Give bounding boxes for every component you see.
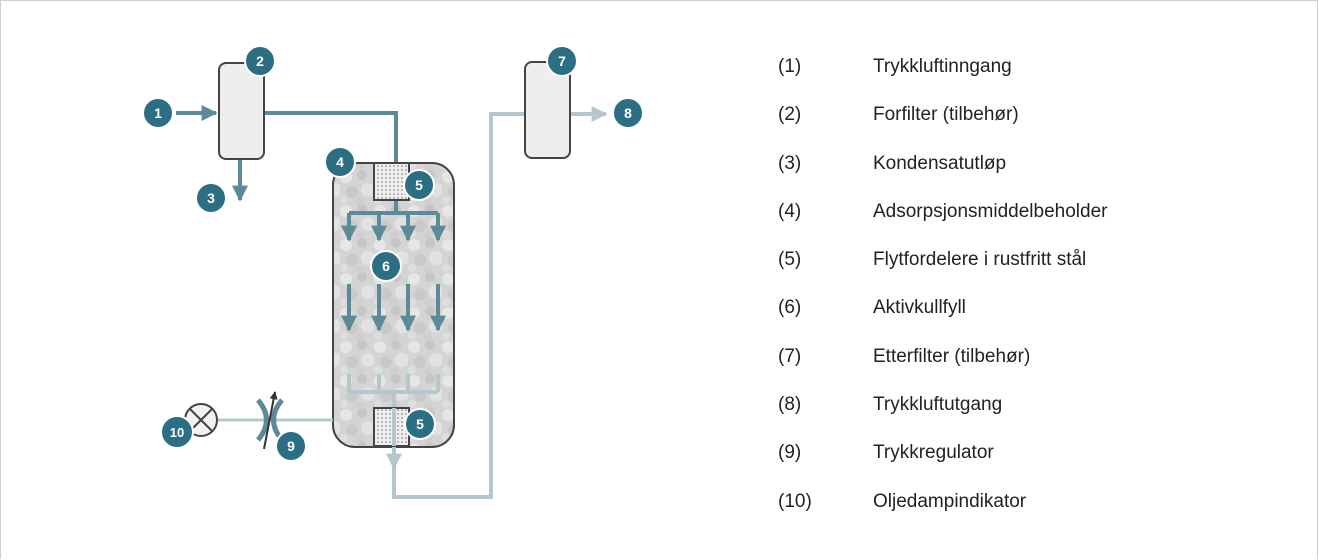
svg-text:8: 8 <box>624 105 632 121</box>
legend-label: Etterfilter (tilbehør) <box>873 345 1031 367</box>
top-flow-distributor <box>373 162 410 201</box>
bottom-collector <box>347 374 440 408</box>
prefilter <box>218 62 265 160</box>
marker-5-top: 5 <box>403 169 435 201</box>
marker-9: 9 <box>275 430 307 462</box>
legend-label: Trykkregulator <box>873 442 994 464</box>
legend-label: Aktivkullfyll <box>873 297 966 319</box>
legend-item: (5) Flytfordelere i rustfritt stål <box>778 249 1107 297</box>
legend-label: Forfilter (tilbehør) <box>873 104 1019 126</box>
marker-10: 10 <box>160 415 194 449</box>
svg-text:6: 6 <box>382 258 390 274</box>
legend-item: (6) Aktivkullfyll <box>778 297 1107 345</box>
legend-item: (3) Kondensatutløp <box>778 153 1107 201</box>
svg-text:3: 3 <box>207 190 215 206</box>
legend-item: (4) Adsorpsjonsmiddelbeholder <box>778 201 1107 249</box>
legend-label: Kondensatutløp <box>873 152 1007 174</box>
svg-text:1: 1 <box>154 105 162 121</box>
legend-number: (8) <box>778 394 802 416</box>
bottom-flow-distributor <box>373 407 410 447</box>
marker-8: 8 <box>612 97 644 129</box>
legend-label: Adsorpsjonsmiddelbeholder <box>873 200 1108 222</box>
legend-number: (4) <box>778 200 802 222</box>
legend-label: Trykkluftinngang <box>873 56 1012 77</box>
svg-text:5: 5 <box>416 416 424 432</box>
marker-1: 1 <box>142 97 174 129</box>
svg-text:2: 2 <box>256 53 264 69</box>
legend-number: (9) <box>778 442 802 464</box>
marker-7: 7 <box>546 45 578 77</box>
top-distributor <box>341 200 446 332</box>
legend-item: (8) Trykkluftutgang <box>778 394 1107 442</box>
svg-text:7: 7 <box>558 53 566 69</box>
legend-label: Flytfordelere i rustfritt stål <box>873 249 1087 271</box>
legend-number: (6) <box>778 297 802 319</box>
legend-number: (3) <box>778 152 802 174</box>
legend-label: Trykkluftutgang <box>873 394 1003 416</box>
legend-number: (7) <box>778 345 802 367</box>
svg-text:9: 9 <box>287 438 295 454</box>
marker-6: 6 <box>370 250 402 282</box>
legend: (1) Trykkluftinngang (2) Forfilter (tilbeh… <box>778 56 1107 539</box>
svg-text:5: 5 <box>415 177 423 193</box>
marker-5-bottom: 5 <box>404 408 436 440</box>
legend-item: (9) Trykkregulator <box>778 442 1107 490</box>
legend-label: Oljedampindikator <box>873 490 1027 512</box>
legend-item: (7) Etterfilter (tilbehør) <box>778 346 1107 394</box>
legend-number: (1) <box>778 56 802 77</box>
legend-item: (10) Oljedampindikator <box>778 491 1107 539</box>
svg-text:4: 4 <box>336 154 344 170</box>
legend-item: (1) Trykkluftinngang <box>778 56 1107 104</box>
marker-4: 4 <box>324 146 356 178</box>
legend-number: (10) <box>778 490 812 512</box>
legend-item: (2) Forfilter (tilbehør) <box>778 104 1107 152</box>
adsorber-schematic: 1 2 3 4 5 5 6 7 8 9 10 <box>142 45 644 499</box>
svg-text:10: 10 <box>170 425 184 440</box>
legend-number: (2) <box>778 104 802 126</box>
marker-2: 2 <box>244 45 276 77</box>
marker-3: 3 <box>195 182 227 214</box>
legend-number: (5) <box>778 249 802 271</box>
